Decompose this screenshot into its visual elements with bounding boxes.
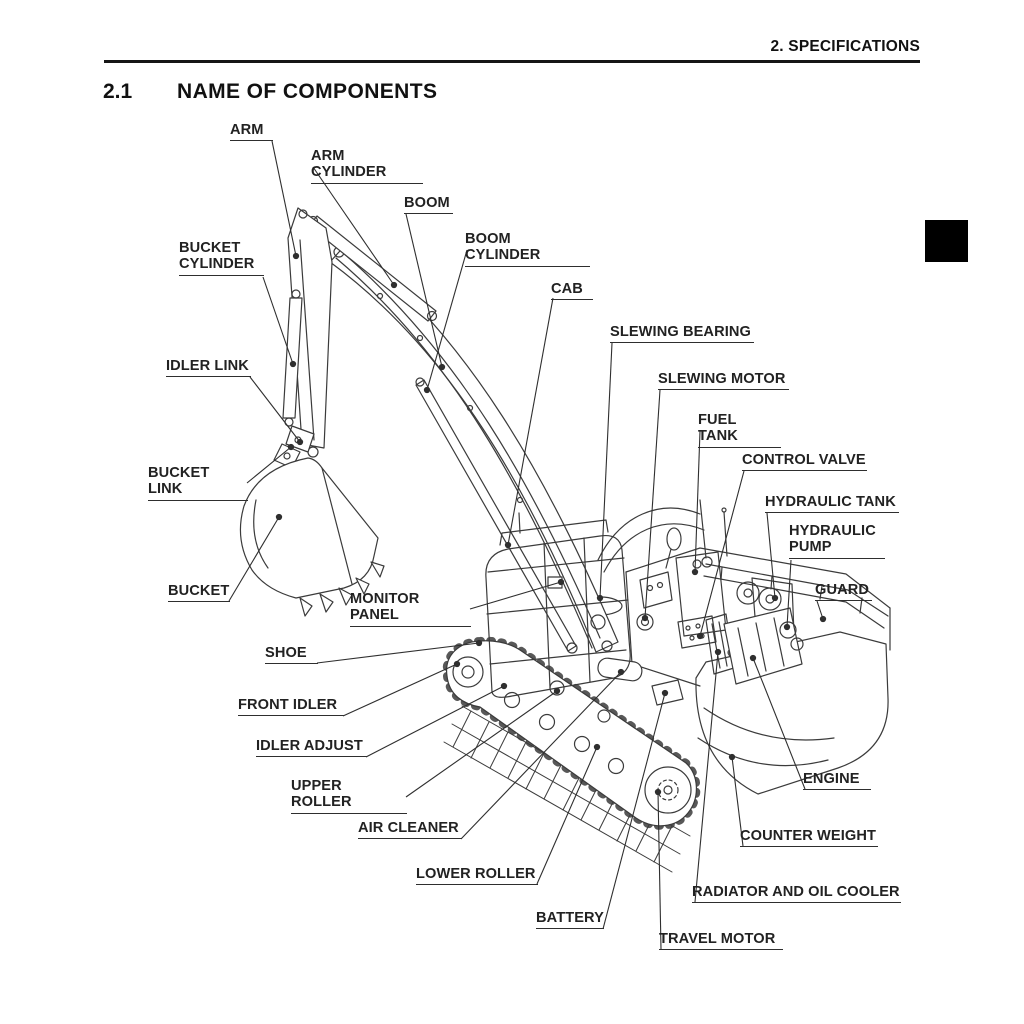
- label-fuel-tank: FUEL TANK: [698, 412, 781, 448]
- label-shoe: SHOE: [265, 645, 318, 665]
- cab-icon: [485, 512, 631, 698]
- label-bucket-cylinder: BUCKET CYLINDER: [179, 240, 264, 276]
- deck-machinery-icon: [577, 499, 891, 706]
- label-upper-roller: UPPER ROLLER: [291, 778, 407, 814]
- label-bucket-link: BUCKET LINK: [148, 465, 248, 501]
- mirror-icon: [666, 527, 682, 551]
- label-arm-cylinder: ARM CYLINDER: [311, 148, 423, 184]
- boom-icon: [329, 241, 619, 654]
- leader-lines: [228, 140, 827, 950]
- left-track-icon: [442, 636, 701, 830]
- label-front-idler: FRONT IDLER: [238, 697, 344, 717]
- front-idler-wheel-icon: [452, 656, 484, 688]
- label-air-cleaner: AIR CLEANER: [358, 820, 462, 840]
- label-counter-weight: COUNTER WEIGHT: [740, 828, 878, 848]
- label-radiator-and-oil-cooler: RADIATOR AND OIL COOLER: [692, 884, 901, 904]
- label-slewing-bearing: SLEWING BEARING: [610, 324, 754, 344]
- label-idler-adjust: IDLER ADJUST: [256, 738, 367, 758]
- hydraulic-pump-icon: [779, 621, 797, 639]
- label-hydraulic-tank: HYDRAULIC TANK: [765, 494, 899, 514]
- page-title: NAME OF COMPONENTS: [177, 80, 438, 103]
- label-guard: GUARD: [815, 582, 872, 602]
- label-idler-link: IDLER LINK: [166, 358, 251, 378]
- label-hydraulic-pump: HYDRAULIC PUMP: [789, 523, 885, 559]
- label-lower-roller: LOWER ROLLER: [416, 866, 538, 886]
- boom-cylinder-icon: [415, 379, 577, 652]
- page-header: 2. SPECIFICATIONS: [770, 38, 920, 55]
- engine-icon: [723, 607, 803, 685]
- label-slewing-motor: SLEWING MOTOR: [658, 371, 789, 391]
- label-arm: ARM: [230, 122, 273, 142]
- bucket-icon: [239, 457, 385, 617]
- header-rule: [104, 60, 920, 63]
- arm-icon: [273, 207, 438, 469]
- label-boom-cylinder: BOOM CYLINDER: [465, 231, 590, 267]
- label-bucket: BUCKET: [168, 583, 230, 603]
- label-cab: CAB: [551, 281, 593, 301]
- control-valve-icon: [677, 615, 717, 649]
- label-control-valve: CONTROL VALVE: [742, 452, 867, 472]
- page-edge-tab: [925, 220, 968, 262]
- label-boom: BOOM: [404, 195, 453, 215]
- track-frame-lattice-icon: [443, 705, 691, 873]
- guard-rail-icon: [705, 563, 889, 617]
- label-monitor-panel: MONITOR PANEL: [350, 591, 471, 627]
- section-number: 2.1: [103, 80, 133, 103]
- label-battery: BATTERY: [536, 910, 604, 930]
- label-engine: ENGINE: [803, 771, 871, 791]
- sprocket-icon: [644, 766, 692, 814]
- label-travel-motor: TRAVEL MOTOR: [659, 931, 783, 951]
